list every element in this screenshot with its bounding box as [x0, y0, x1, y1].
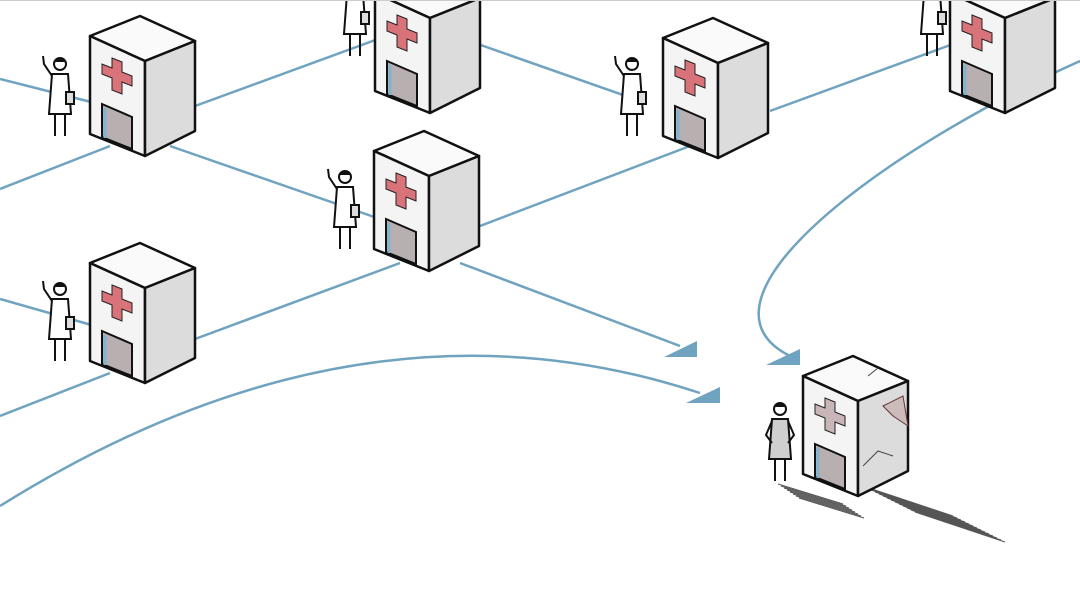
hospitals — [88, 1, 1057, 543]
door — [101, 329, 133, 378]
arrow-icon — [766, 349, 800, 365]
side-wall — [1003, 1, 1057, 115]
doctors — [42, 1, 947, 481]
cross-icon — [385, 172, 417, 210]
hospital-icon — [88, 241, 197, 385]
door — [101, 102, 133, 151]
route-line — [454, 34, 641, 103]
hospital-icon — [373, 1, 482, 115]
route-lines — [0, 29, 1080, 508]
cross-icon — [101, 284, 133, 322]
arrow-icon — [686, 387, 720, 403]
route-line — [0, 144, 111, 191]
shadow-hatching — [777, 483, 1006, 543]
door — [385, 217, 417, 266]
route-line — [479, 144, 691, 228]
side-wall — [428, 1, 482, 115]
doctor-icon — [919, 1, 947, 56]
hospital-icon — [948, 1, 1057, 115]
crack — [862, 367, 894, 467]
hospital-icon — [661, 16, 770, 160]
side-wall — [143, 266, 197, 385]
route-line — [0, 77, 96, 105]
crack — [882, 395, 909, 428]
arrow-icon — [664, 341, 697, 357]
doctor-icon — [764, 402, 796, 481]
doctor-icon — [342, 1, 370, 56]
doctor-icon — [42, 280, 75, 361]
doctor-icon — [614, 55, 647, 136]
cross-icon — [814, 397, 846, 435]
route-line — [769, 34, 976, 113]
cross-icon — [961, 14, 993, 52]
hospital-icon — [88, 14, 197, 158]
route-line — [0, 371, 111, 418]
doctor-icon — [327, 168, 360, 249]
route-line — [459, 261, 681, 348]
cross-icon — [674, 59, 706, 97]
doctor-icon — [42, 55, 75, 136]
cross-icon — [386, 14, 418, 52]
route-arrows — [664, 341, 800, 403]
damaged-hospital-icon — [777, 354, 1006, 543]
door — [386, 59, 418, 108]
route-line — [194, 29, 401, 108]
route-line — [0, 297, 96, 328]
hospital-icon — [372, 129, 481, 273]
route-line — [0, 354, 701, 508]
route-line — [757, 59, 1080, 358]
door — [674, 104, 706, 153]
side-wall — [143, 39, 197, 158]
cross-icon — [101, 57, 133, 95]
side-wall — [427, 154, 481, 273]
route-line — [194, 261, 401, 341]
side-wall — [716, 41, 770, 160]
door — [961, 59, 993, 108]
door — [814, 442, 846, 491]
